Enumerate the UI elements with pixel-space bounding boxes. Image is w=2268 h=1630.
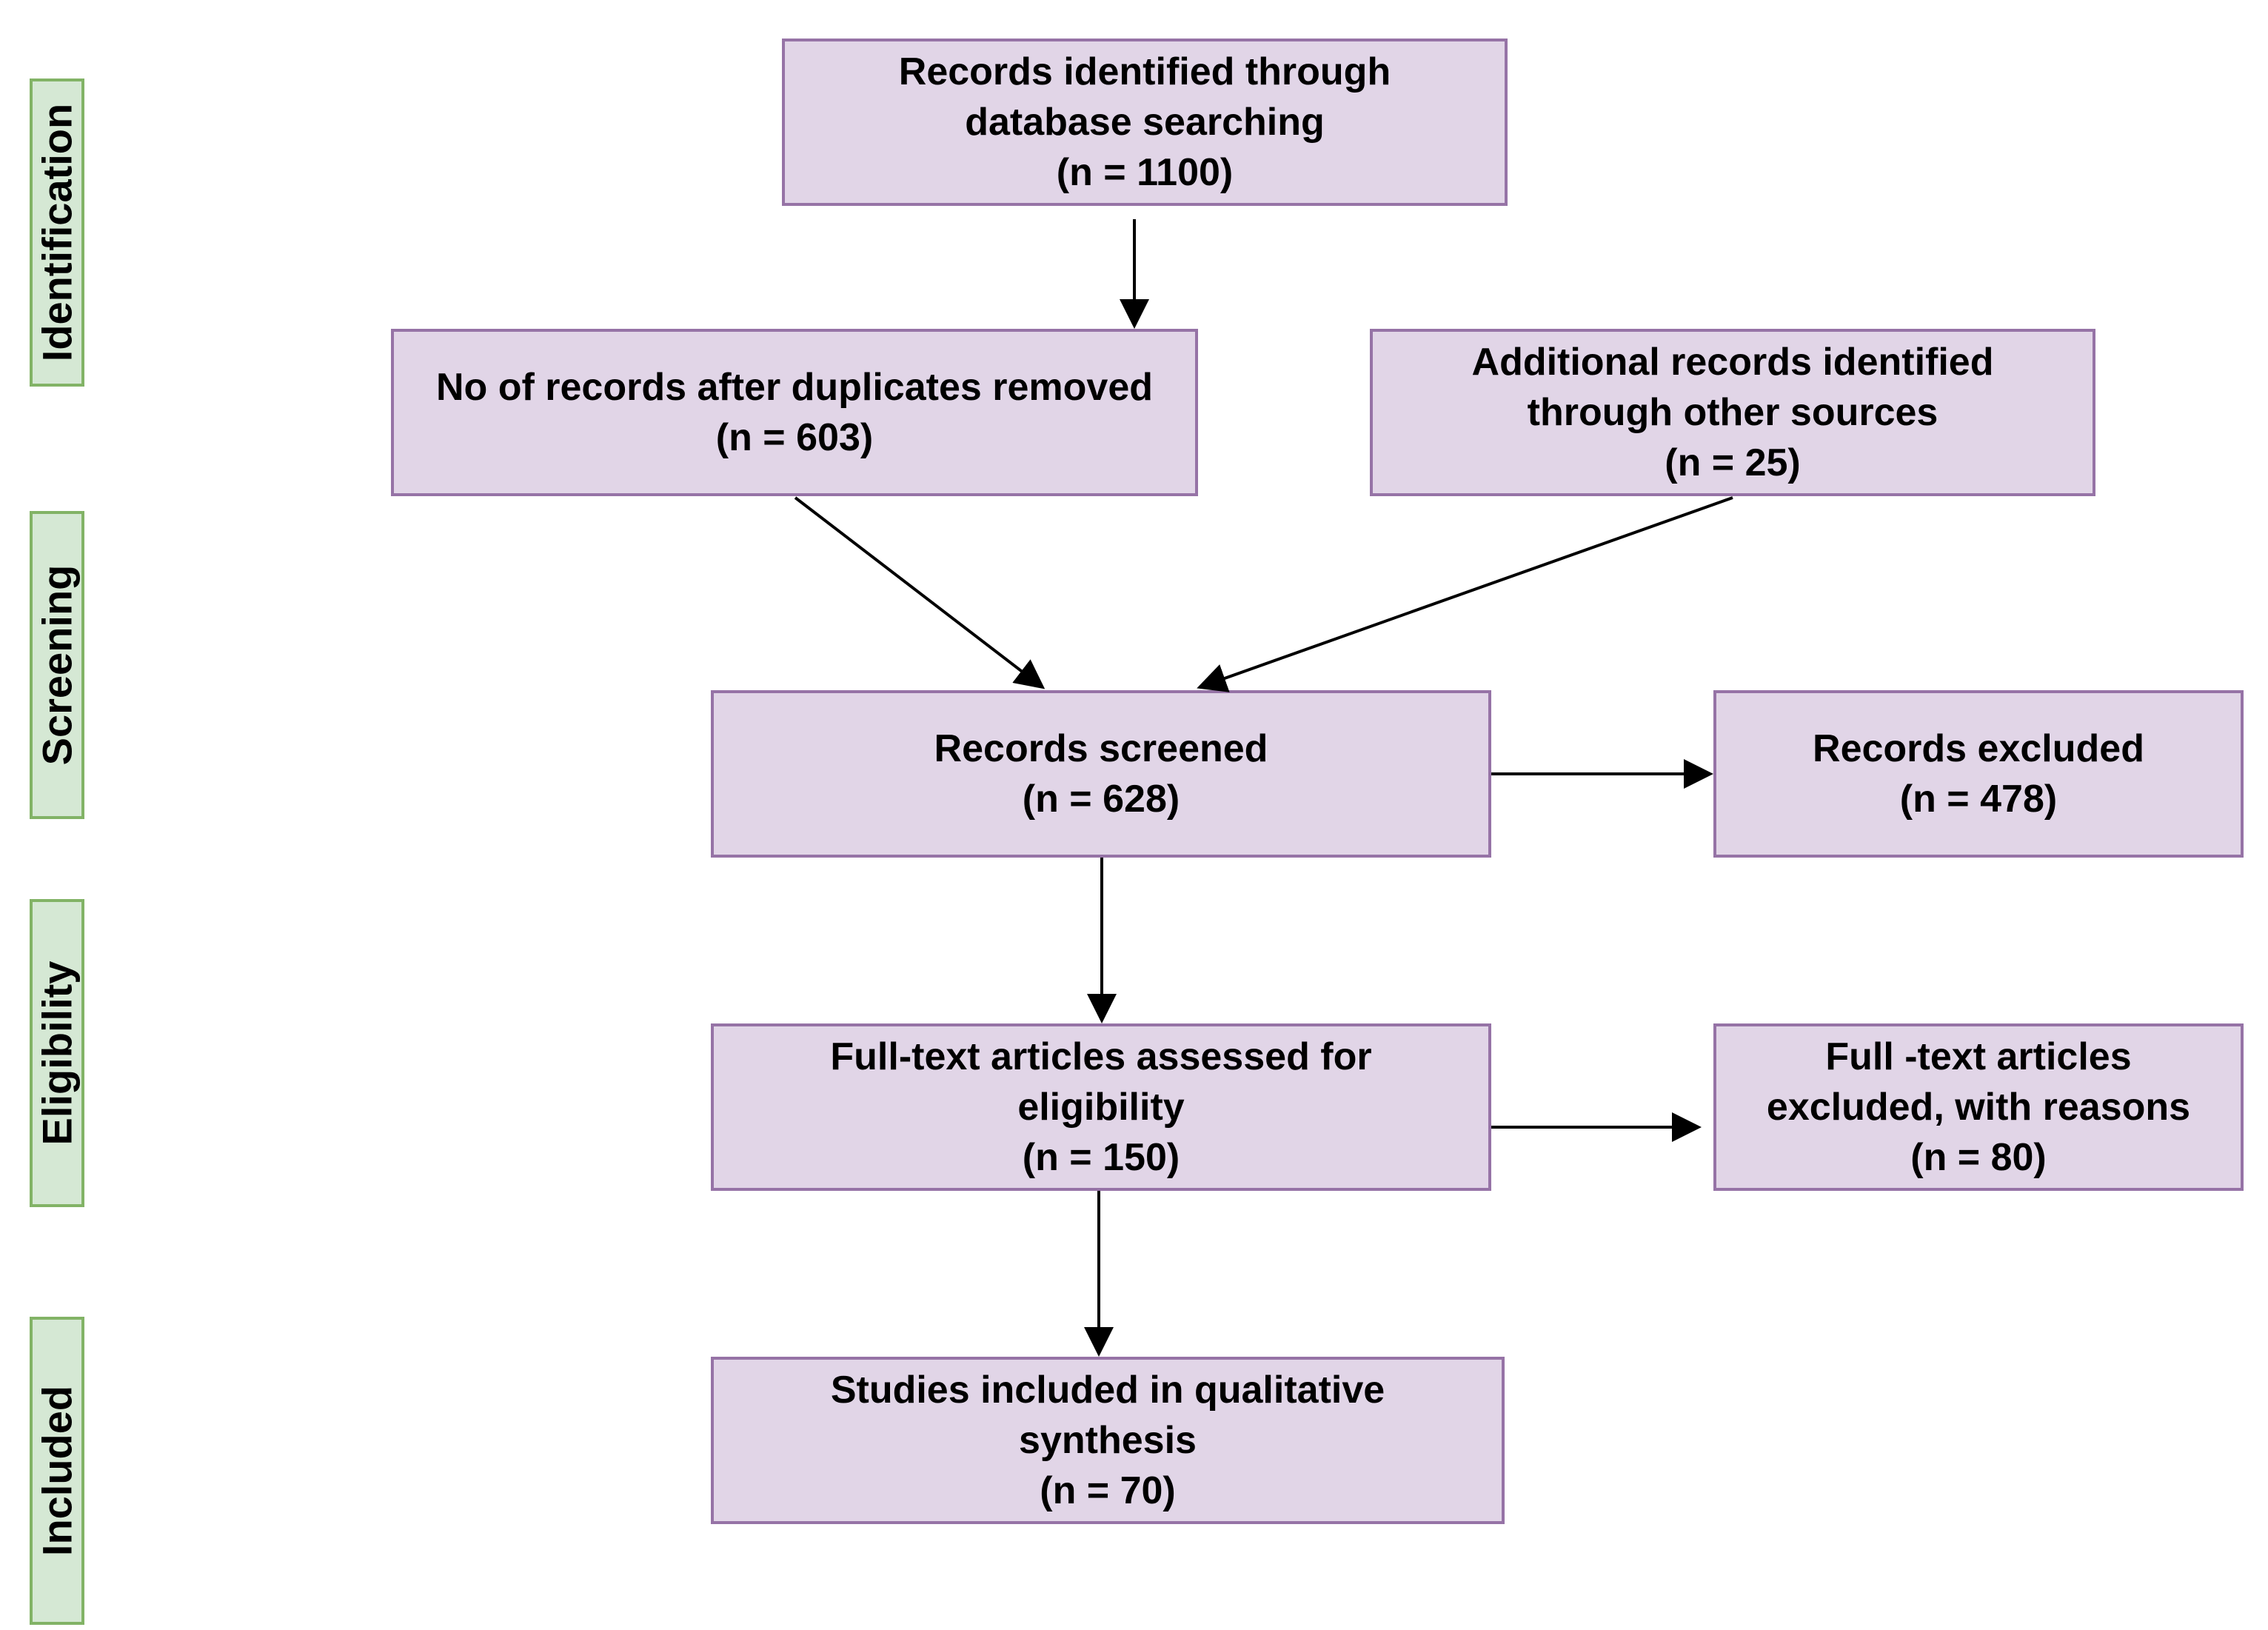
arrow-duplicates-to-screened — [794, 496, 1046, 689]
box-count: (n = 70) — [1040, 1469, 1176, 1512]
box-additional-records: Additional records identified through ot… — [1370, 329, 2095, 496]
box-line: synthesis — [1019, 1419, 1197, 1462]
box-line: database searching — [965, 101, 1325, 144]
stage-identification: Identification — [30, 79, 84, 387]
box-count: (n = 603) — [715, 416, 874, 459]
box-line: eligibility — [1017, 1086, 1185, 1129]
box-fulltext-excluded: Full -text articles excluded, with reaso… — [1713, 1023, 2244, 1191]
box-studies-included: Studies included in qualitative synthesi… — [711, 1357, 1505, 1524]
box-line: Studies included in qualitative — [830, 1369, 1385, 1412]
stage-eligibility: Eligibility — [30, 899, 84, 1207]
box-count: (n = 80) — [1910, 1136, 2047, 1179]
box-count: (n = 628) — [1022, 778, 1180, 821]
stage-screening: Screening — [30, 511, 84, 819]
box-count: (n = 25) — [1665, 441, 1801, 484]
box-line: through other sources — [1527, 391, 1938, 434]
box-line: Full -text articles — [1825, 1035, 2132, 1078]
box-line: excluded, with reasons — [1766, 1086, 2191, 1129]
box-count: (n = 1100) — [1056, 151, 1234, 194]
box-line: Additional records identified — [1471, 341, 1994, 384]
box-line: Full-text articles assessed for — [830, 1035, 1372, 1078]
box-line: Records excluded — [1813, 727, 2144, 770]
box-records-excluded: Records excluded (n = 478) — [1713, 690, 2244, 858]
arrow-additional-to-screened — [1197, 496, 1733, 692]
box-records-screened: Records screened (n = 628) — [711, 690, 1491, 858]
box-fulltext-assessed: Full-text articles assessed for eligibil… — [711, 1023, 1491, 1191]
box-duplicates-removed: No of records after duplicates removed (… — [391, 329, 1198, 496]
box-line: Records identified through — [898, 50, 1391, 93]
box-count: (n = 150) — [1022, 1136, 1180, 1179]
box-line: No of records after duplicates removed — [435, 366, 1154, 409]
stage-included: Included — [30, 1317, 84, 1625]
box-line: Records screened — [934, 727, 1268, 770]
box-count: (n = 478) — [1899, 778, 2058, 821]
box-database-records: Records identified through database sear… — [782, 39, 1508, 206]
